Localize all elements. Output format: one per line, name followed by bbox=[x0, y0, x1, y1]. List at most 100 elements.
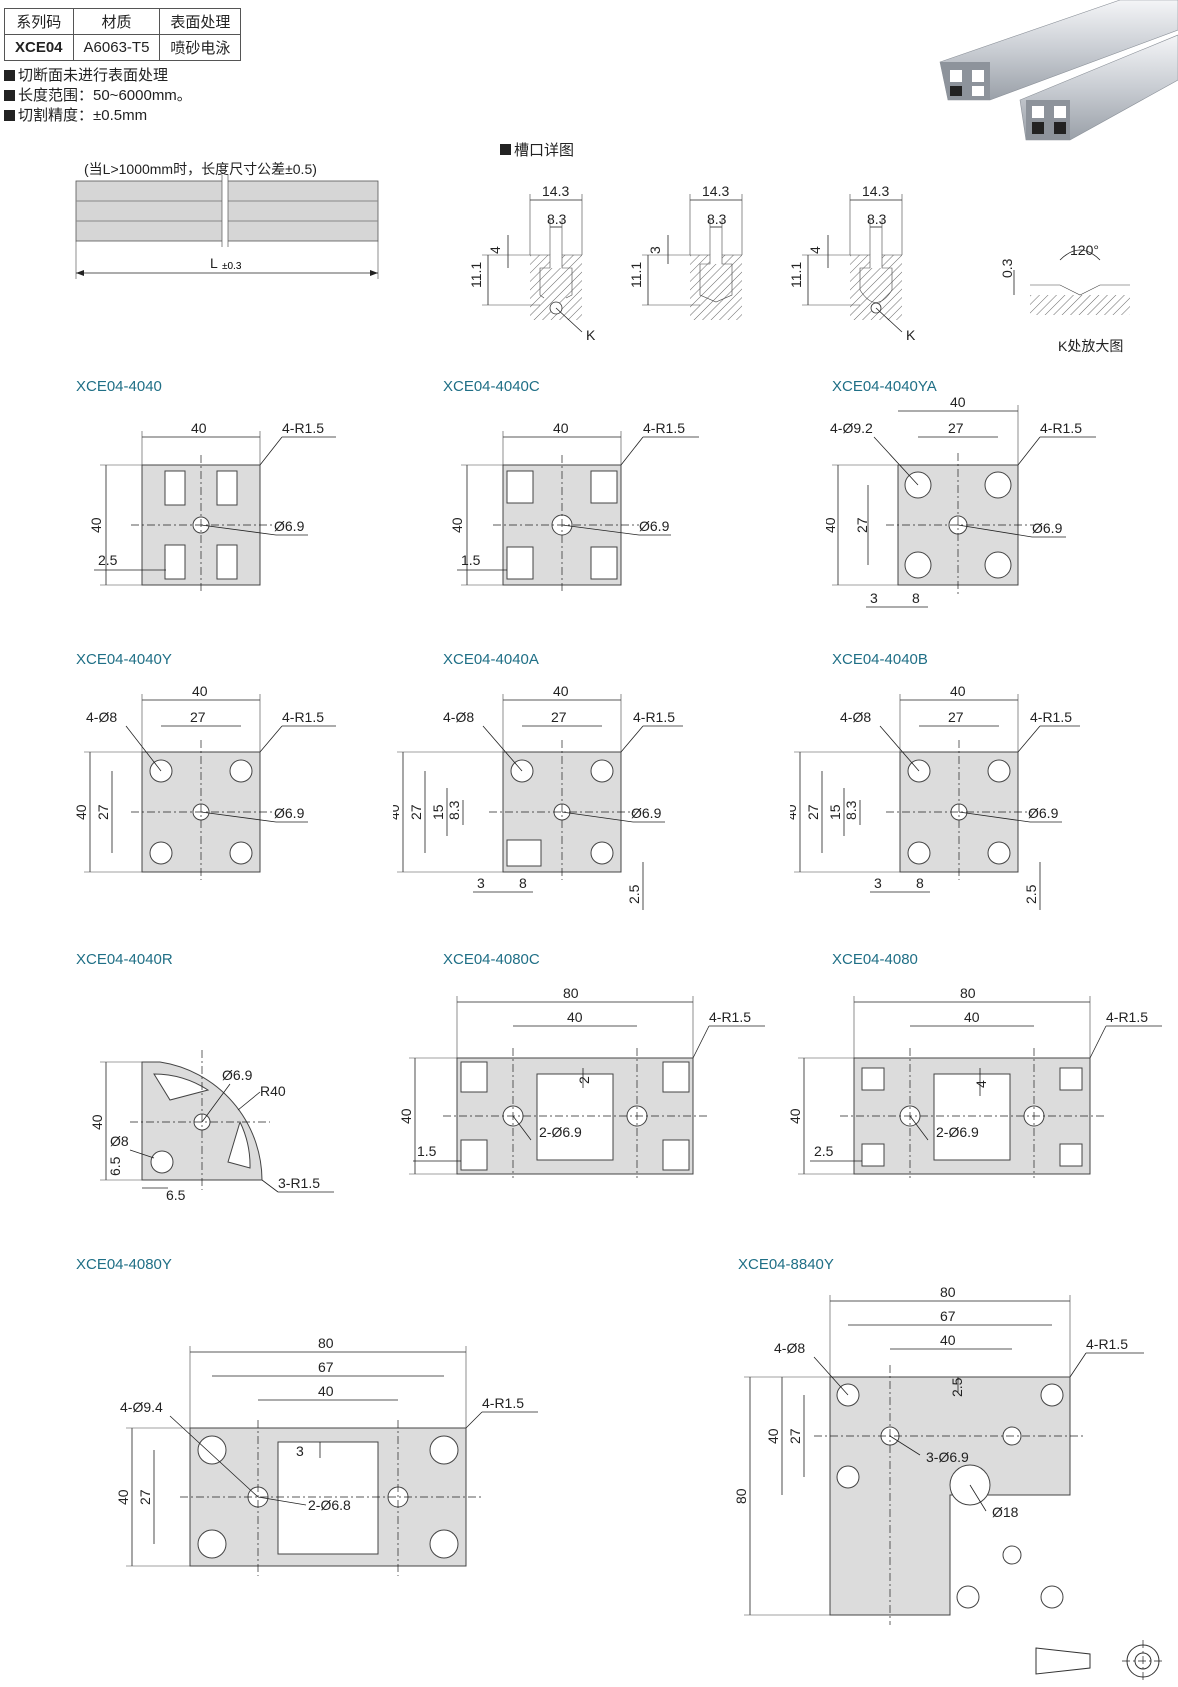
profile-4040ya: 40 4-Ø9.2 27 4-R1.5 40 27 Ø6.9 3 8 bbox=[826, 395, 1096, 608]
svg-text:3: 3 bbox=[874, 875, 882, 891]
svg-text:4-Ø8: 4-Ø8 bbox=[774, 1340, 805, 1356]
profile-4040b: 40 4-Ø8 27 4-R1.5 40 27 15 8.3 Ø6.9 3 8 … bbox=[790, 683, 1080, 910]
svg-text:80: 80 bbox=[940, 1285, 956, 1300]
svg-text:2.5: 2.5 bbox=[949, 1377, 965, 1397]
svg-text:27: 27 bbox=[137, 1489, 153, 1505]
svg-text:40: 40 bbox=[191, 420, 207, 436]
svg-text:3-Ø6.9: 3-Ø6.9 bbox=[926, 1449, 969, 1465]
svg-text:27: 27 bbox=[854, 517, 870, 533]
svg-text:40: 40 bbox=[90, 1114, 105, 1130]
svg-text:27: 27 bbox=[948, 709, 964, 725]
k-detail: 120° 0.3 K处放大图 bbox=[999, 242, 1130, 354]
svg-text:4-R1.5: 4-R1.5 bbox=[482, 1395, 524, 1411]
svg-text:27: 27 bbox=[551, 709, 567, 725]
svg-text:Ø18: Ø18 bbox=[992, 1504, 1019, 1520]
svg-text:27: 27 bbox=[805, 804, 821, 820]
svg-text:27: 27 bbox=[948, 420, 964, 436]
svg-text:8: 8 bbox=[916, 875, 924, 891]
svg-text:2.5: 2.5 bbox=[814, 1143, 834, 1159]
spec-header-surface: 表面处理 bbox=[159, 8, 242, 35]
svg-text:2-Ø6.9: 2-Ø6.9 bbox=[936, 1124, 979, 1140]
profile-4040a: 40 4-Ø8 27 4-R1.5 40 27 15 8.3 Ø6.9 3 8 … bbox=[393, 683, 683, 910]
svg-text:40: 40 bbox=[88, 517, 104, 533]
svg-text:4-Ø9.4: 4-Ø9.4 bbox=[120, 1399, 163, 1415]
svg-text:4-R1.5: 4-R1.5 bbox=[282, 709, 324, 725]
note-cut-precision: 切割精度：±0.5mm bbox=[4, 106, 147, 125]
profile-title-4080c: XCE04-4080C bbox=[443, 951, 540, 968]
svg-text:40: 40 bbox=[790, 804, 799, 820]
profile-4080: 80 40 4-R1.5 4 40 2-Ø6.9 2.5 bbox=[790, 985, 1162, 1178]
profile-8840y: 80 67 40 4-Ø8 4-R1.5 2.5 40 27 3-Ø6.9 80… bbox=[733, 1285, 1144, 1625]
svg-text:Ø6.9: Ø6.9 bbox=[274, 518, 305, 534]
svg-text:120°: 120° bbox=[1070, 242, 1099, 258]
svg-text:8.3: 8.3 bbox=[547, 211, 567, 227]
svg-text:15: 15 bbox=[827, 804, 843, 820]
svg-text:2.5: 2.5 bbox=[98, 552, 118, 568]
svg-text:40: 40 bbox=[398, 1108, 414, 1124]
svg-text:R40: R40 bbox=[260, 1083, 286, 1099]
svg-text:K: K bbox=[586, 327, 596, 343]
svg-text:40: 40 bbox=[950, 395, 966, 410]
profile-title-4040a: XCE04-4040A bbox=[443, 651, 539, 668]
svg-text:2.5: 2.5 bbox=[626, 884, 642, 904]
note-length-range: 长度范围：50~6000mm。 bbox=[4, 86, 192, 105]
svg-text:4-Ø8: 4-Ø8 bbox=[86, 709, 117, 725]
svg-text:40: 40 bbox=[940, 1332, 956, 1348]
svg-text:11.1: 11.1 bbox=[628, 262, 644, 288]
length-diagram: L ±0.3 bbox=[75, 175, 379, 279]
profile-4040y: 40 4-Ø8 27 4-R1.5 40 27 Ø6.9 bbox=[76, 683, 336, 880]
profile-title-4040b: XCE04-4040B bbox=[832, 651, 928, 668]
svg-text:14.3: 14.3 bbox=[702, 183, 729, 199]
svg-text:40: 40 bbox=[964, 1009, 980, 1025]
svg-text:3: 3 bbox=[477, 875, 485, 891]
svg-text:40: 40 bbox=[318, 1383, 334, 1399]
svg-text:8.3: 8.3 bbox=[707, 211, 727, 227]
svg-text:8.3: 8.3 bbox=[446, 800, 462, 820]
svg-text:40: 40 bbox=[553, 683, 569, 699]
svg-text:4-R1.5: 4-R1.5 bbox=[1030, 709, 1072, 725]
spec-header-series: 系列码 bbox=[4, 8, 74, 35]
slot-variant-1: 14.3 8.3 4 11.1 K bbox=[470, 183, 596, 343]
svg-text:4-R1.5: 4-R1.5 bbox=[282, 420, 324, 436]
svg-text:14.3: 14.3 bbox=[862, 183, 889, 199]
note-cut-surface: 切断面未进行表面处理 bbox=[4, 66, 168, 85]
svg-text:8.3: 8.3 bbox=[843, 800, 859, 820]
svg-text:40: 40 bbox=[115, 1489, 131, 1505]
svg-text:Ø6.9: Ø6.9 bbox=[222, 1067, 253, 1083]
svg-text:4: 4 bbox=[973, 1080, 989, 1088]
svg-text:14.3: 14.3 bbox=[542, 183, 569, 199]
svg-text:Ø6.9: Ø6.9 bbox=[1032, 520, 1063, 536]
svg-text:27: 27 bbox=[787, 1428, 803, 1444]
svg-text:Ø6.9: Ø6.9 bbox=[274, 805, 305, 821]
svg-text:0.3: 0.3 bbox=[999, 258, 1015, 278]
svg-text:6.5: 6.5 bbox=[166, 1187, 186, 1203]
svg-text:40: 40 bbox=[765, 1428, 781, 1444]
spec-surface: 喷砂电泳 bbox=[159, 34, 242, 61]
profile-4040c: 40 4-R1.5 40 Ø6.9 1.5 bbox=[449, 420, 699, 593]
svg-text:Ø6.9: Ø6.9 bbox=[639, 518, 670, 534]
k-caption: K处放大图 bbox=[1058, 338, 1123, 354]
svg-text:1.5: 1.5 bbox=[417, 1143, 437, 1159]
svg-text:15: 15 bbox=[430, 804, 446, 820]
profile-4040r: Ø6.9 R40 40 Ø8 6.5 6.5 3-R1.5 bbox=[90, 1050, 334, 1203]
svg-text:27: 27 bbox=[190, 709, 206, 725]
svg-text:3: 3 bbox=[296, 1443, 304, 1459]
profile-title-8840y: XCE04-8840Y bbox=[738, 1256, 834, 1273]
projection-symbol bbox=[1035, 1640, 1164, 1682]
svg-text:40: 40 bbox=[76, 804, 89, 820]
svg-text:K: K bbox=[906, 327, 916, 343]
svg-text:4-Ø8: 4-Ø8 bbox=[840, 709, 871, 725]
svg-text:11.1: 11.1 bbox=[470, 262, 484, 288]
svg-text:3-R1.5: 3-R1.5 bbox=[278, 1175, 320, 1191]
svg-text:2: 2 bbox=[576, 1076, 592, 1084]
svg-text:4-R1.5: 4-R1.5 bbox=[1040, 420, 1082, 436]
svg-text:11.1: 11.1 bbox=[788, 262, 804, 288]
svg-text:80: 80 bbox=[563, 985, 579, 1001]
spec-series-code: XCE04 bbox=[4, 34, 74, 61]
svg-text:1.5: 1.5 bbox=[461, 552, 481, 568]
length-tolerance: ±0.3 bbox=[222, 261, 242, 272]
svg-text:2-Ø6.8: 2-Ø6.8 bbox=[308, 1497, 351, 1513]
slot-variant-3: 14.3 8.3 4 11.1 K bbox=[788, 183, 916, 343]
svg-text:40: 40 bbox=[192, 683, 208, 699]
svg-text:4-R1.5: 4-R1.5 bbox=[1086, 1336, 1128, 1352]
